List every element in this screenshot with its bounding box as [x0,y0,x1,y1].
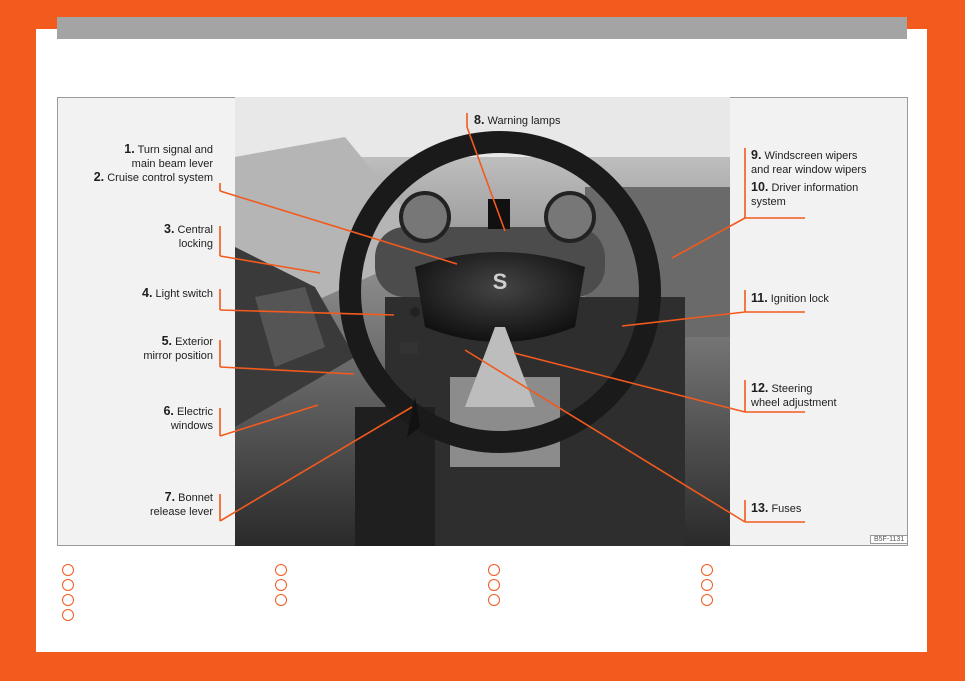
callout-12: 12. Steering wheel adjustment [751,381,837,410]
callout-9-number: 9. [751,148,762,162]
callout-12-line-1: Steering [771,383,813,395]
callout-10-line-2: system [751,196,786,208]
callout-7: 7. Bonnet release lever [82,490,213,519]
callout-8: 8. Warning lamps [474,113,560,128]
callout-9: 9. Windscreen wipers and rear window wip… [751,148,867,177]
legend-circle [488,579,500,591]
callout-3-line-2: locking [178,238,213,250]
callout-5-line-1: Exterior [175,336,213,348]
callout-7-line-2: release lever [150,506,213,518]
callout-9-line-1: Windscreen wipers [764,150,858,162]
callout-10: 10. Driver information system [751,180,858,209]
callout-1-line-2: main beam lever [131,158,213,170]
callout-2: 2. Cruise control system [60,170,213,185]
callout-4-number: 4. [142,286,153,300]
callout-8-number: 8. [474,113,485,127]
callout-10-line-1: Driver information [771,182,859,194]
legend-circle [701,594,713,606]
legend-circle [488,594,500,606]
callout-7-line-1: Bonnet [178,492,213,504]
callout-5-line-2: mirror position [143,350,213,362]
callout-6: 6. Electric windows [82,404,213,433]
legend-circle [488,564,500,576]
header-bar [57,17,907,39]
callout-7-number: 7. [164,490,176,504]
callout-11-number: 11. [751,291,768,305]
legend-circle [275,594,287,606]
callout-12-number: 12. [751,381,769,395]
callout-5-number: 5. [161,334,173,348]
figure-code: B5F-1131 [870,535,909,544]
svg-text:S: S [493,269,508,294]
callout-6-number: 6. [163,404,174,418]
callout-1-number: 1. [124,142,135,156]
legend-circle [62,564,74,576]
callout-3: 3. Central locking [82,222,213,251]
legend-circle [701,564,713,576]
callout-9-line-2: and rear window wipers [751,164,867,176]
legend-circle [62,609,74,621]
callout-2-number: 2. [93,170,105,184]
callout-4: 4. Light switch [82,286,213,301]
callout-10-number: 10. [751,180,769,194]
callout-3-number: 3. [164,222,175,236]
callout-6-line-1: Electric [176,406,213,418]
callout-11-line-1: Ignition lock [770,293,829,305]
callout-6-line-2: windows [170,420,213,432]
callout-12-line-2: wheel adjustment [751,397,837,409]
legend-circle [62,579,74,591]
callout-5: 5. Exterior mirror position [82,334,213,363]
legend-circle [275,579,287,591]
legend-circle [275,564,287,576]
dashboard-photo: S [235,97,730,546]
legend-circle [701,579,713,591]
callout-1: 1. Turn signal and main beam lever [82,142,213,171]
callout-13: 13. Fuses [751,501,801,516]
callout-13-line-1: Fuses [771,503,802,515]
callout-4-line-1: Light switch [155,288,213,300]
callout-13-number: 13. [751,501,769,515]
callout-8-line-1: Warning lamps [487,115,561,127]
callout-2-line-1: Cruise control system [107,172,213,184]
legend-circle [62,594,74,606]
callout-11: 11. Ignition lock [751,291,829,306]
callout-3-line-1: Central [177,224,213,236]
callout-1-line-1: Turn signal and [137,144,213,156]
